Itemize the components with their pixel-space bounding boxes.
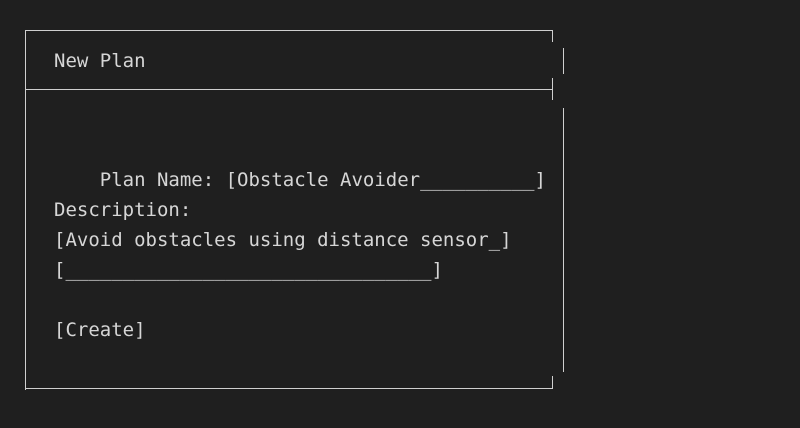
description-input-line-2[interactable]: [________________________________] (54, 259, 443, 281)
frame-top-right-tick (552, 30, 553, 42)
create-button[interactable]: [Create] (54, 319, 146, 341)
dialog-title: New Plan (54, 50, 146, 72)
plan-name-input[interactable]: [Obstacle Avoider__________] (225, 169, 546, 191)
frame-bottom-border (25, 388, 553, 389)
description-input-line-1[interactable]: [Avoid obstacles using distance sensor_] (54, 229, 512, 251)
plan-name-row: Plan Name: [Obstacle Avoider__________] (54, 135, 546, 225)
frame-right-upper-border (563, 48, 564, 74)
frame-right-lower-border (563, 108, 564, 372)
frame-bottom-right-tick (552, 376, 553, 389)
description-label: Description: (54, 199, 192, 221)
frame-left-border (25, 30, 26, 390)
plan-name-label: Plan Name: (99, 169, 226, 191)
frame-top-border (25, 30, 553, 31)
frame-separator-right-tick (552, 78, 553, 100)
title-separator (25, 89, 553, 90)
